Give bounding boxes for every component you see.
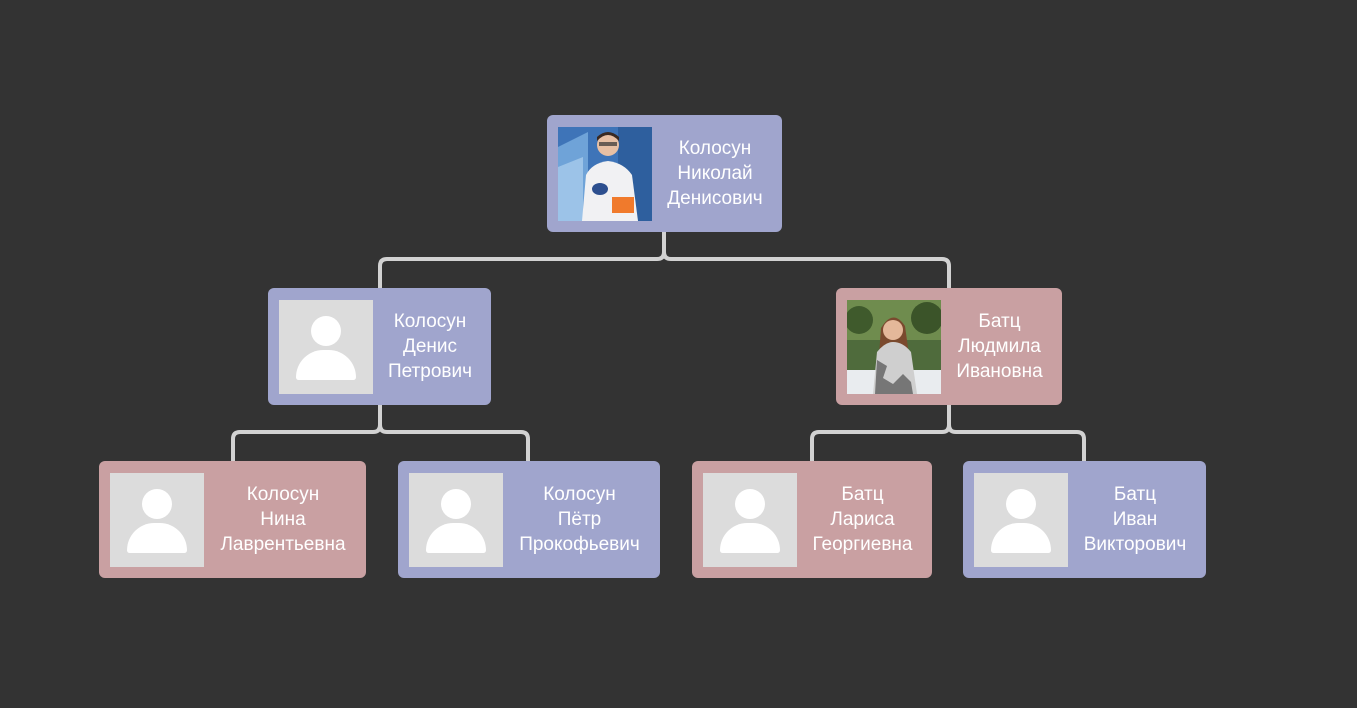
person-name: Колосун Денис Петрович — [373, 309, 481, 384]
first-name: Нина — [260, 509, 306, 530]
patronymic: Лаврентьевна — [220, 534, 346, 555]
connector-root-to-parents — [378, 230, 951, 290]
first-name: Николай — [677, 163, 753, 184]
person-name: Батц Лариса Георгиевна — [797, 482, 922, 557]
person-placeholder-icon — [974, 472, 1068, 567]
patronymic: Денисович — [667, 188, 763, 209]
surname: Колосун — [543, 484, 616, 505]
person-card-maternal-grandmother[interactable]: Батц Лариса Георгиевна — [692, 461, 932, 578]
person-card-father[interactable]: Колосун Денис Петрович — [268, 288, 491, 405]
person-placeholder-icon — [409, 472, 503, 567]
person-card-paternal-grandmother[interactable]: Колосун Нина Лаврентьевна — [99, 461, 366, 578]
patronymic: Петрович — [387, 361, 473, 382]
patronymic: Георгиевна — [812, 534, 913, 555]
person-placeholder-icon — [110, 472, 204, 567]
patronymic: Прокофьевич — [519, 534, 640, 555]
first-name: Пётр — [557, 509, 602, 530]
person-name: Батц Иван Викторович — [1068, 482, 1196, 557]
person-name: Колосун Николай Денисович — [652, 136, 772, 211]
first-name: Людмила — [958, 336, 1041, 357]
patronymic: Ивановна — [956, 361, 1043, 382]
first-name: Иван — [1112, 509, 1158, 530]
person-name: Колосун Нина Лаврентьевна — [204, 482, 356, 557]
person-placeholder-icon — [703, 472, 797, 567]
first-name: Денис — [402, 336, 458, 357]
surname: Батц — [978, 311, 1021, 332]
surname: Батц — [1113, 484, 1157, 505]
surname: Колосун — [246, 484, 320, 505]
surname: Колосун — [393, 311, 467, 332]
person-name: Колосун Пётр Прокофьевич — [503, 482, 650, 557]
surname: Колосун — [678, 138, 752, 159]
connector-father-to-grandparents — [231, 403, 530, 463]
surname: Батц — [841, 484, 884, 505]
first-name: Лариса — [830, 509, 895, 530]
portrait-photo — [558, 126, 652, 221]
person-name: Батц Людмила Ивановна — [941, 309, 1052, 384]
person-placeholder-icon — [279, 299, 373, 394]
person-card-root[interactable]: Колосун Николай Денисович — [547, 115, 782, 232]
portrait-photo — [847, 299, 941, 394]
person-card-mother[interactable]: Батц Людмила Ивановна — [836, 288, 1062, 405]
person-card-maternal-grandfather[interactable]: Батц Иван Викторович — [963, 461, 1206, 578]
person-card-paternal-grandfather[interactable]: Колосун Пётр Прокофьевич — [398, 461, 660, 578]
connector-mother-to-grandparents — [810, 403, 1086, 463]
patronymic: Викторович — [1083, 534, 1187, 555]
